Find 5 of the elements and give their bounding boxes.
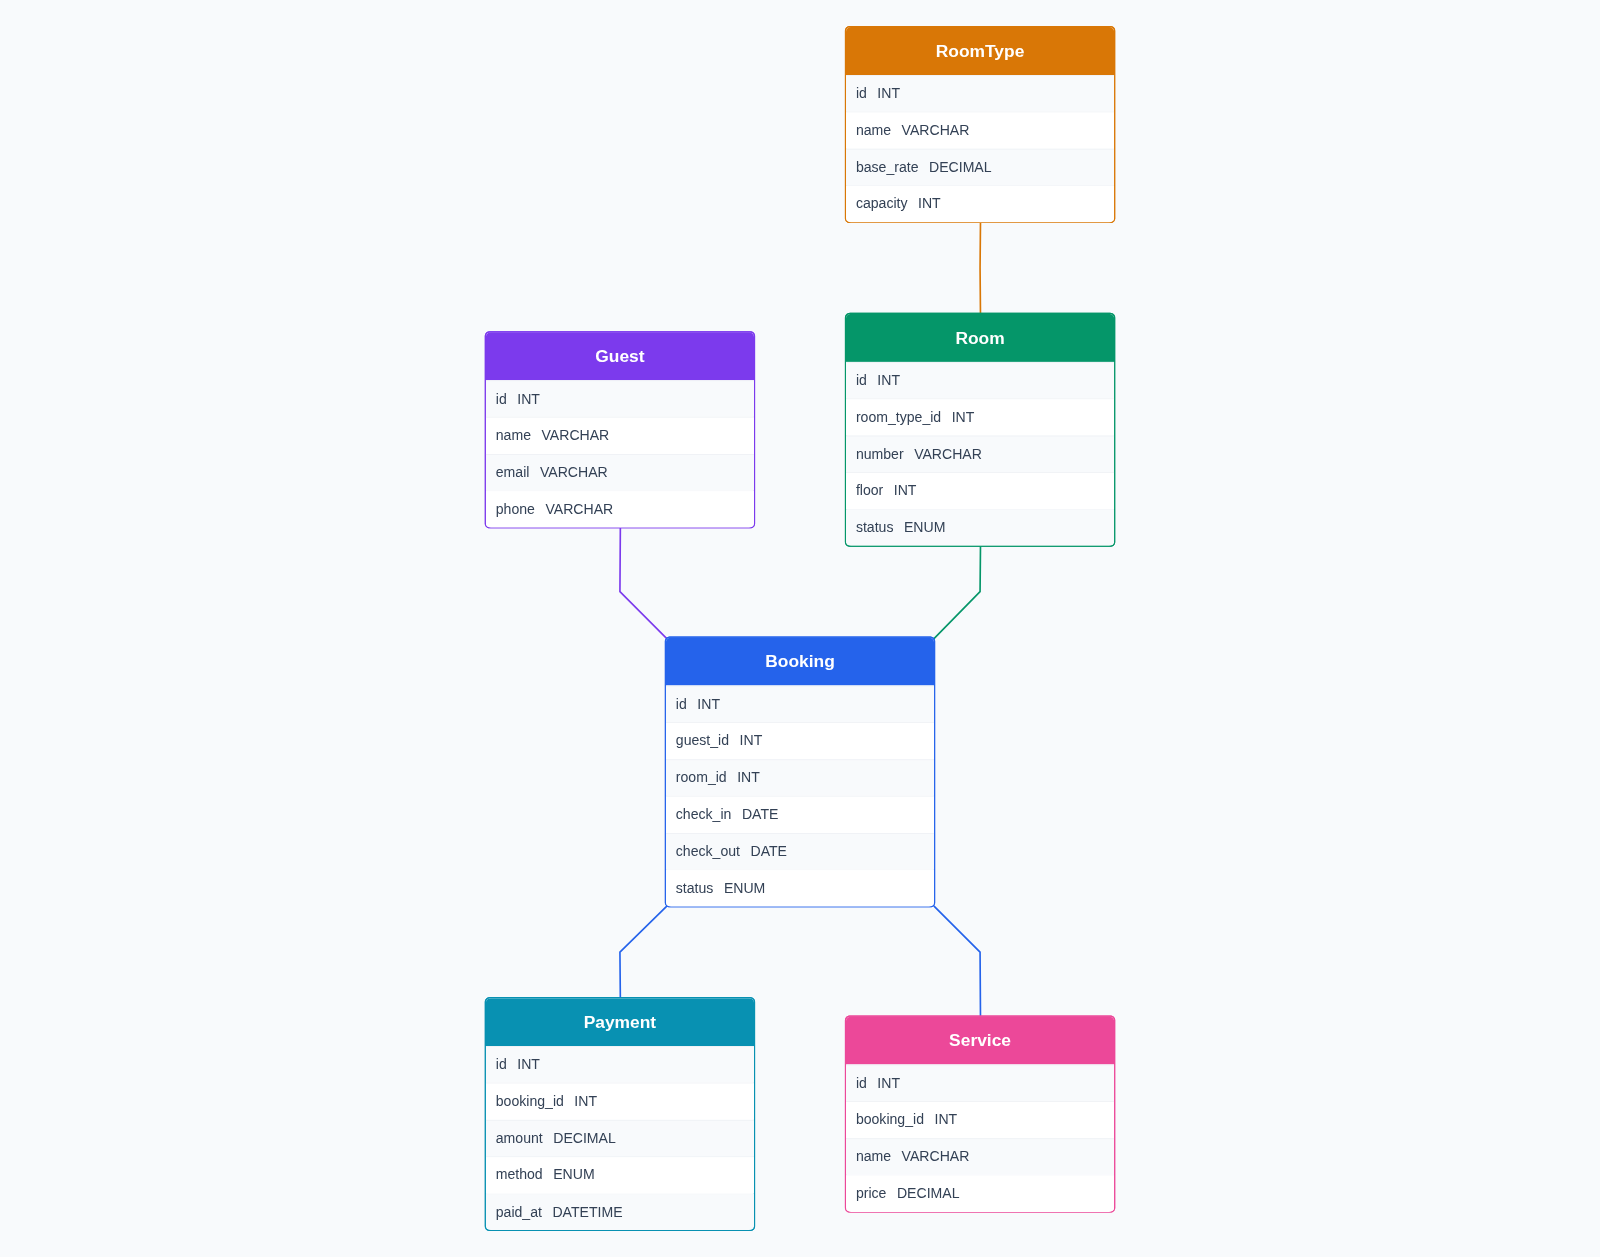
connector xyxy=(619,527,668,640)
connector xyxy=(932,905,982,1018)
connector xyxy=(619,905,668,999)
connector xyxy=(979,222,982,315)
connector xyxy=(932,545,982,640)
